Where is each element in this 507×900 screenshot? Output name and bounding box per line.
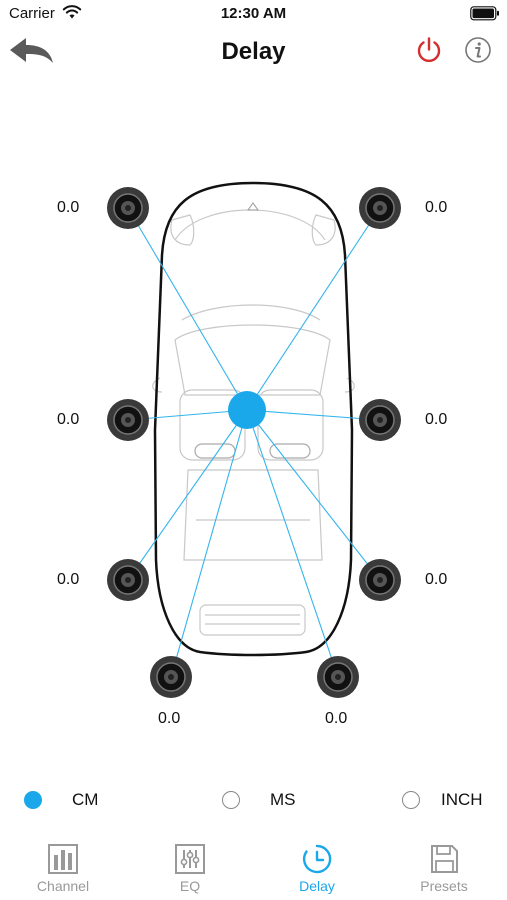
tab-label-presets: Presets [420,878,468,894]
delay-value-front-right: 0.0 [425,199,448,216]
tab-bar: Channel EQ Delay Presets [0,835,507,900]
speaker-mid-left[interactable] [106,398,150,442]
tab-label-eq: EQ [179,878,201,894]
radio-unselected-icon[interactable] [222,791,240,809]
tab-label-delay: Delay [299,878,335,894]
info-button[interactable] [464,36,492,64]
tab-label-channel: Channel [36,878,90,894]
tab-presets[interactable]: Presets [381,835,507,900]
battery-icon [470,6,499,21]
delay-value-back-right: 0.0 [325,710,348,727]
speaker-front-right[interactable] [358,186,402,230]
wifi-icon [62,5,82,19]
unit-option-inch[interactable]: INCH [402,778,483,822]
delay-value-front-left: 0.0 [57,199,80,216]
delay-value-mid-right: 0.0 [425,411,448,428]
unit-label-cm: CM [72,790,99,809]
delay-value-mid-left: 0.0 [57,411,80,428]
clock-icon [302,844,332,874]
delay-value-rear-right: 0.0 [425,571,448,588]
speaker-rear-left[interactable] [106,558,150,602]
radio-unselected-icon[interactable] [402,791,420,809]
tab-eq[interactable]: EQ [127,835,253,900]
listening-position-marker[interactable] [228,391,266,429]
speaker-rear-right[interactable] [358,558,402,602]
unit-selector: CM MS INCH [0,778,507,822]
speaker-front-left[interactable] [106,186,150,230]
speaker-mid-right[interactable] [358,398,402,442]
tab-delay[interactable]: Delay [254,835,380,900]
back-button[interactable] [6,36,56,70]
delay-value-back-left: 0.0 [158,710,181,727]
unit-label-ms: MS [270,790,296,809]
unit-label-inch: INCH [441,790,483,809]
carrier-label: Carrier [9,5,55,22]
power-button[interactable] [415,36,443,64]
save-icon [431,845,458,873]
unit-option-cm[interactable]: CM [24,778,98,822]
delay-value-rear-left: 0.0 [57,571,80,588]
tab-channel[interactable]: Channel [0,835,126,900]
status-bar: Carrier 12:30 AM [0,0,507,28]
speaker-back-left[interactable] [149,655,193,699]
speaker-back-right[interactable] [316,655,360,699]
eq-icon [175,844,205,874]
channel-icon [48,844,78,874]
radio-selected-icon[interactable] [24,791,42,809]
status-time: 12:30 AM [220,5,287,22]
unit-option-ms[interactable]: MS [222,778,296,822]
